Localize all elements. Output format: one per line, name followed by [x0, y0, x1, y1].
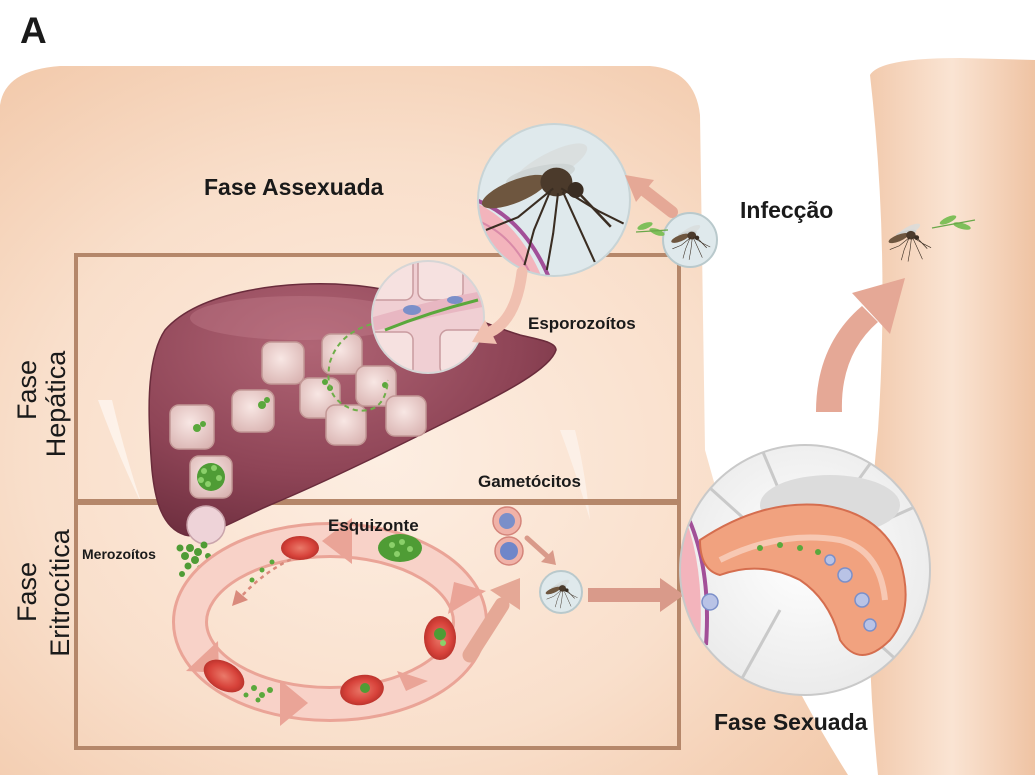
- hepatic-phase-label-line2: Hepática: [41, 350, 71, 458]
- erythrocytic-phase-label-line2: Eritrocítica: [45, 528, 75, 657]
- infected-red-blood-cell: [424, 616, 456, 660]
- erythrocytic-phase-label-line1: Fase: [12, 562, 42, 622]
- sporozoites-label: Esporozoítos: [528, 314, 636, 333]
- hepatocyte: [232, 390, 274, 432]
- red-blood-cell: [281, 536, 319, 560]
- merozoites-label: Merozoítos: [82, 546, 156, 562]
- hepatocyte: [262, 342, 304, 384]
- schizont-label: Esquizonte: [328, 516, 419, 535]
- schizont-cell: [378, 534, 422, 562]
- hepatocyte: [386, 396, 426, 436]
- feeding-mosquito-circle: [540, 571, 582, 613]
- panel-label: A: [20, 10, 47, 51]
- infection-mosquito-circle: [663, 213, 717, 267]
- hepatocyte: [326, 405, 366, 445]
- merozoite-release-vesicle: [187, 506, 225, 544]
- hepatocyte: [170, 405, 214, 449]
- infection-label: Infecção: [740, 197, 833, 223]
- liver-schizont: [197, 463, 225, 491]
- sexual-phase-label: Fase Sexuada: [714, 709, 868, 735]
- arm-silhouette: [869, 58, 1035, 775]
- asexual-phase-label: Fase Assexuada: [204, 174, 384, 200]
- hepatic-phase-label-line1: Fase: [12, 360, 42, 420]
- gametocytes-label: Gametócitos: [478, 472, 581, 491]
